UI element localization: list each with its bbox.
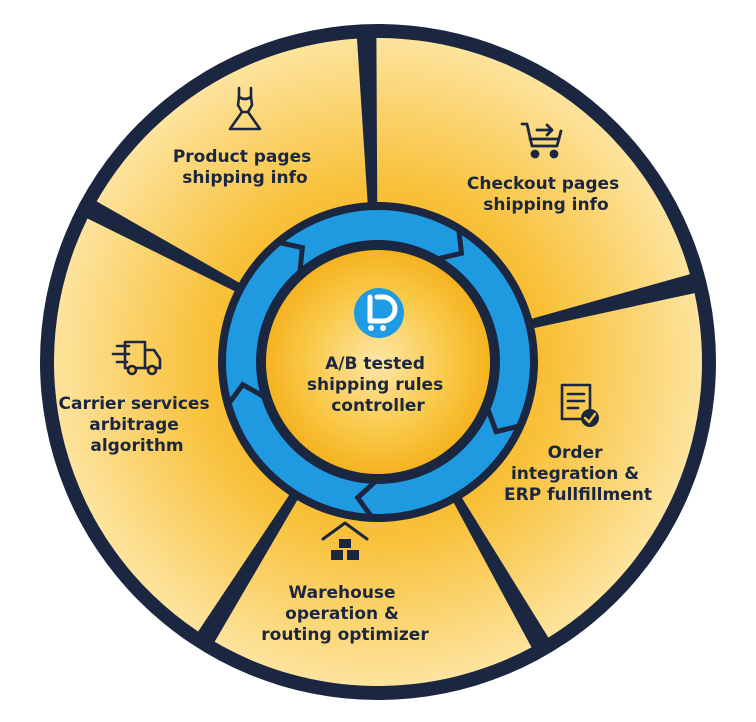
cycle-ring <box>226 210 530 514</box>
segment-label-warehouse: Warehouse operation & routing optimizer <box>261 583 429 645</box>
center-line: controller <box>331 396 425 416</box>
segment-line: shipping info <box>483 195 608 215</box>
warehouse-icon <box>321 521 369 560</box>
segment-line: Product pages <box>173 147 311 167</box>
center-label: A/B tested shipping rules controller <box>307 354 449 416</box>
segment-warehouse <box>53 218 292 632</box>
segment-label-order: Order integration & ERP fullfillment <box>504 443 652 505</box>
segment-line: Order <box>548 443 604 463</box>
center-line: A/B tested <box>325 354 425 374</box>
segment-line: integration & <box>511 464 639 484</box>
cycle-arrows-group <box>226 229 521 519</box>
segment-line: shipping info <box>182 168 307 188</box>
center-disc <box>266 250 490 474</box>
cycle-arrow <box>485 408 521 435</box>
shipping-logo-icon <box>354 288 404 338</box>
truck-icon <box>111 340 162 376</box>
cycle-arrow <box>354 479 378 519</box>
segment-line: algorithm <box>90 436 183 456</box>
center-line: shipping rules <box>307 375 443 395</box>
segment-line: operation & <box>285 604 399 624</box>
segment-label-carrier: Carrier services arbitrage algorithm <box>59 394 216 456</box>
cycle-arrow <box>437 229 465 262</box>
segment-line: routing optimizer <box>261 625 429 645</box>
segment-label-checkout: Checkout pages shipping info <box>467 174 625 215</box>
segment-order <box>214 496 532 686</box>
segment-line: arbitrage <box>89 415 179 435</box>
dress-icon <box>228 86 262 131</box>
segment-line: Checkout pages <box>467 174 619 194</box>
segment-label-product: Product pages shipping info <box>173 147 317 188</box>
cycle-arrow <box>226 381 265 406</box>
segment-line: Carrier services <box>59 394 210 414</box>
cycle-arrow <box>278 240 306 272</box>
segment-product <box>376 38 690 320</box>
invoice-check-icon <box>560 383 599 427</box>
segment-checkout <box>460 293 703 638</box>
segments-group <box>53 38 703 686</box>
segment-line: ERP fullfillment <box>504 485 652 505</box>
cart-icon <box>520 122 563 159</box>
segment-line: Warehouse <box>289 583 396 603</box>
